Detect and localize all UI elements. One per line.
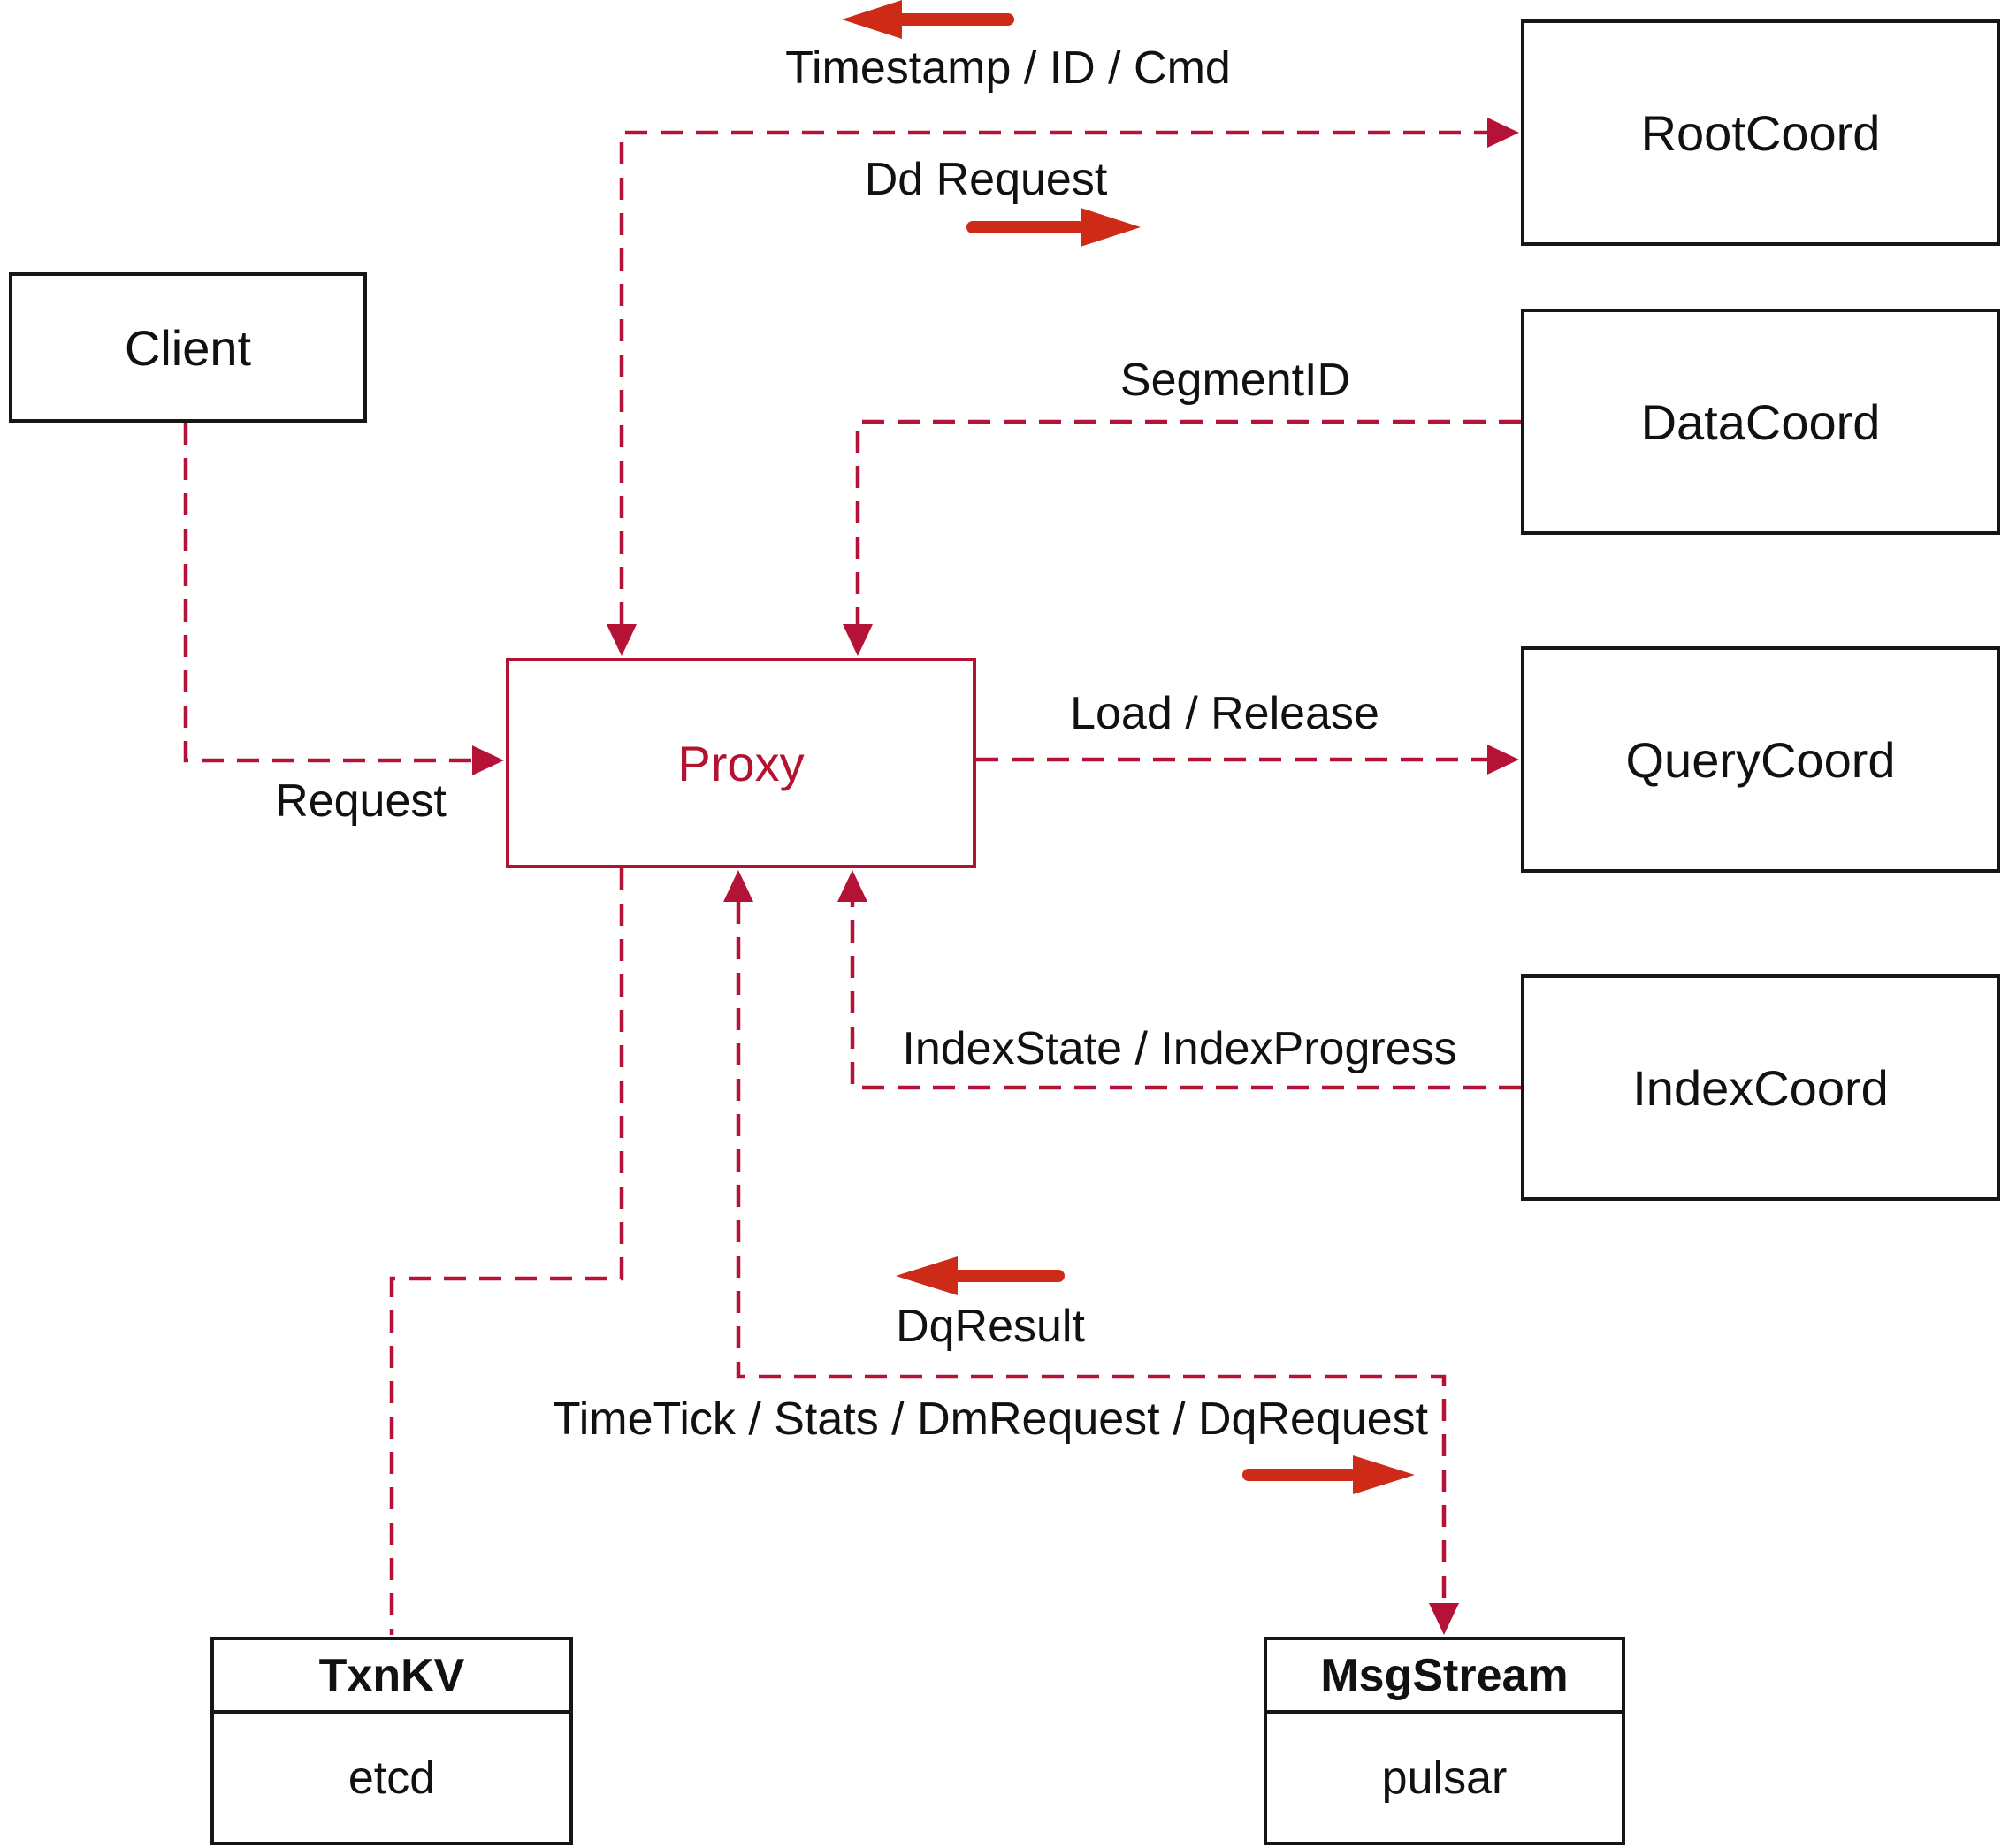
node-msgstream-title: MsgStream bbox=[1267, 1640, 1622, 1714]
node-msgstream-sublabel: pulsar bbox=[1381, 1752, 1508, 1804]
node-txnkv-title: TxnKV bbox=[214, 1640, 569, 1714]
edge-label-timestamp-id-cmd: Timestamp / ID / Cmd bbox=[785, 42, 1231, 94]
node-client-label: Client bbox=[124, 319, 252, 376]
node-datacoord-label: DataCoord bbox=[1640, 393, 1881, 450]
node-querycoord: QueryCoord bbox=[1521, 646, 2000, 873]
arrowhead-into-proxy-top-left bbox=[607, 624, 637, 656]
edge-label-dd-request: Dd Request bbox=[864, 154, 1108, 205]
arrowhead-into-proxy-left bbox=[472, 745, 504, 775]
arrowhead-into-proxy-top-right bbox=[843, 624, 873, 656]
connector-proxy-to-msgstream bbox=[723, 870, 1459, 1635]
arrowhead-into-proxy-bottom-right bbox=[837, 870, 867, 902]
direction-arrow-right-timetick-icon bbox=[1242, 1455, 1415, 1494]
direction-arrow-left-dq-result-icon bbox=[896, 1256, 1065, 1295]
edge-label-load-release: Load / Release bbox=[1070, 688, 1379, 739]
node-rootcoord-label: RootCoord bbox=[1640, 104, 1881, 161]
connector-proxy-to-txnkv bbox=[389, 868, 624, 1635]
connector-client-to-proxy bbox=[183, 423, 504, 775]
connector-indexcoord-to-proxy bbox=[837, 870, 1521, 1090]
node-querycoord-label: QueryCoord bbox=[1625, 731, 1896, 788]
node-proxy-label: Proxy bbox=[677, 735, 805, 791]
connector-proxy-to-querycoord bbox=[976, 745, 1519, 775]
node-msgstream: MsgStream pulsar bbox=[1264, 1637, 1625, 1845]
node-indexcoord-label: IndexCoord bbox=[1632, 1059, 1889, 1116]
connector-proxy-to-rootcoord bbox=[607, 118, 1519, 656]
direction-arrow-left-timestamp-icon bbox=[842, 0, 1014, 39]
edge-label-timetick-stats: TimeTick / Stats / DmRequest / DqRequest bbox=[552, 1394, 1429, 1445]
arrowhead-into-msgstream bbox=[1429, 1603, 1459, 1635]
arrowhead-into-rootcoord bbox=[1487, 118, 1519, 148]
node-datacoord: DataCoord bbox=[1521, 309, 2000, 535]
edge-label-dq-result: DqResult bbox=[896, 1301, 1085, 1352]
edge-label-request: Request bbox=[275, 775, 447, 827]
node-txnkv-sublabel: etcd bbox=[348, 1752, 436, 1804]
node-rootcoord: RootCoord bbox=[1521, 19, 2000, 246]
edge-label-index-state-progress: IndexState / IndexProgress bbox=[902, 1023, 1457, 1074]
node-proxy: Proxy bbox=[506, 658, 976, 868]
direction-arrow-right-dd-request-icon bbox=[966, 208, 1141, 247]
arrowhead-into-proxy-bottom-left bbox=[723, 870, 753, 902]
node-indexcoord: IndexCoord bbox=[1521, 974, 2000, 1201]
connector-datacoord-to-proxy bbox=[843, 419, 1521, 656]
node-txnkv: TxnKV etcd bbox=[210, 1637, 573, 1845]
node-client: Client bbox=[9, 272, 367, 423]
arrowhead-into-querycoord bbox=[1487, 745, 1519, 775]
edge-label-segment-id: SegmentID bbox=[1119, 355, 1351, 406]
